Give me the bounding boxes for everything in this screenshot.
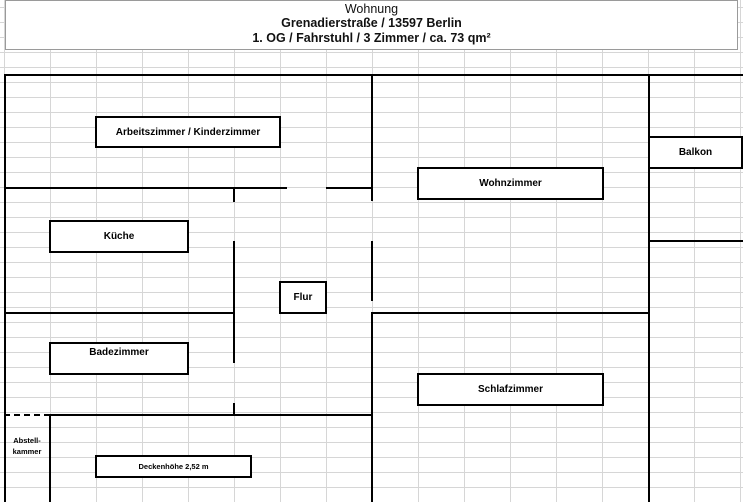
room-label-kueche: Küche [49, 220, 189, 253]
abstellkammer-line2: kammer [12, 447, 42, 456]
room-label-balkon: Balkon [648, 136, 743, 169]
plan-title: Wohnung [344, 2, 399, 16]
plan-address: Grenadierstraße / 13597 Berlin [281, 16, 462, 30]
wall-arbeitszimmer-bottom-left [4, 187, 287, 189]
wall-flur-left-mid [233, 241, 235, 363]
wall-arbeitszimmer-bottom-right [326, 187, 373, 189]
wall-left [4, 74, 6, 502]
plan-details: 1. OG / Fahrstuhl / 3 Zimmer / ca. 73 qm… [252, 31, 491, 45]
wall-schlafzimmer-left-upper [371, 241, 373, 301]
wall-abstellkammer-right [49, 414, 51, 502]
wall-balkon-bottom [648, 240, 743, 242]
wall-schlafzimmer-left-lower [371, 313, 373, 502]
plan-header: Wohnung Grenadierstraße / 13597 Berlin 1… [5, 0, 738, 50]
wall-flur-left-lower [233, 403, 235, 415]
wall-top [4, 74, 650, 76]
room-label-arbeitszimmer: Arbeitszimmer / Kinderzimmer [95, 116, 281, 148]
room-label-abstellkammer: Abstell- kammer [6, 435, 48, 457]
wall-abstellkammer-dashed [4, 414, 49, 416]
room-label-badezimmer: Badezimmer [49, 342, 189, 375]
room-label-flur: Flur [279, 281, 327, 314]
note-deckenhoehe: Deckenhöhe 2,52 m [95, 455, 252, 478]
wall-balkon-top [648, 74, 743, 76]
wall-schlafzimmer-top [371, 312, 650, 314]
room-label-schlafzimmer: Schlafzimmer [417, 373, 604, 406]
abstellkammer-line1: Abstell- [13, 436, 41, 445]
wall-wohnzimmer-left [371, 74, 373, 201]
room-label-wohnzimmer: Wohnzimmer [417, 167, 604, 200]
wall-bad-bottom [49, 414, 373, 416]
wall-right-upper [648, 74, 650, 502]
wall-flur-left-upper [233, 188, 235, 202]
wall-kueche-bad [4, 312, 235, 314]
